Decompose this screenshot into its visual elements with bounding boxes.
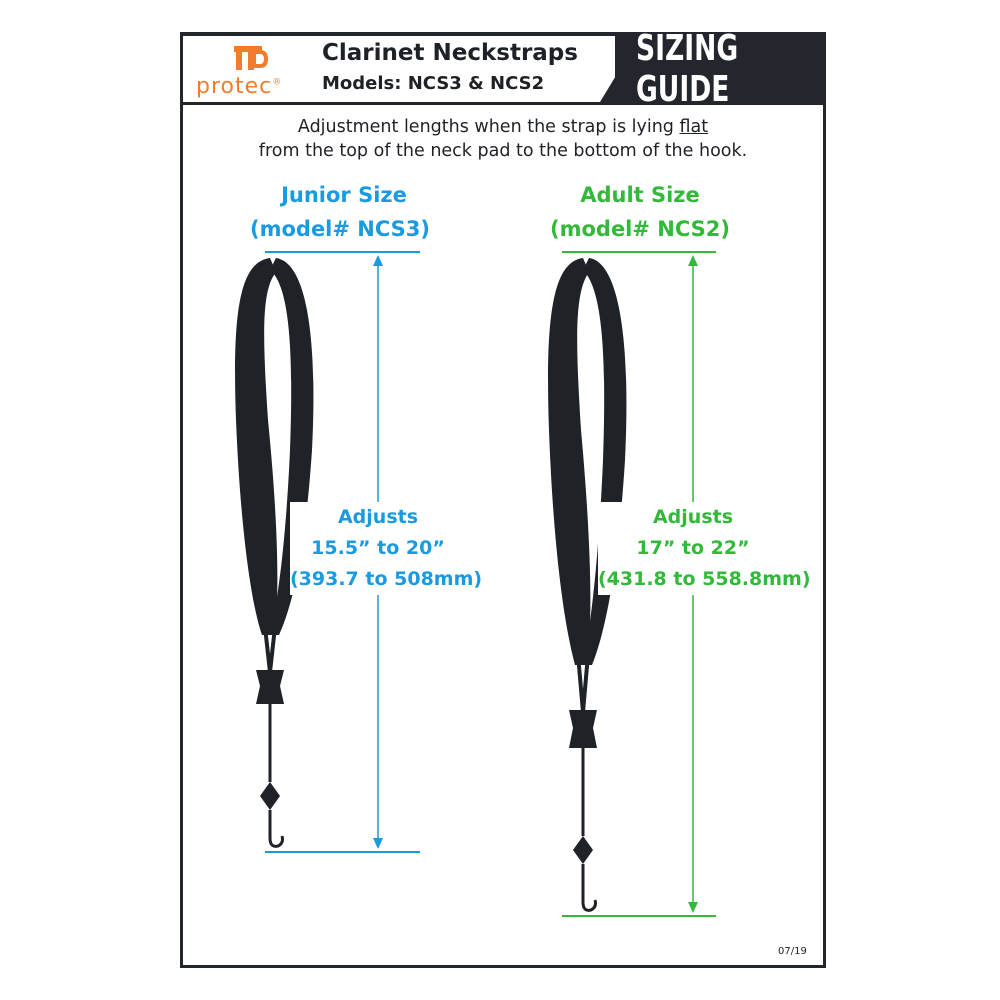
junior-range-inches: 15.5” to 20”: [311, 537, 445, 559]
date-code: 07/19: [778, 946, 807, 957]
page-title: Clarinet Neckstraps: [322, 40, 578, 66]
junior-size-title: Junior Size: [281, 183, 407, 207]
adult-model-label: (model# NCS2): [550, 217, 730, 241]
adult-adjusts-label: Adjusts: [652, 506, 734, 528]
adult-size-title: Adult Size: [580, 183, 700, 207]
adult-range-inches: 17” to 22”: [636, 537, 750, 559]
models-subtitle: Models: NCS3 & NCS2: [322, 73, 545, 94]
junior-adjusts-label: Adjusts: [337, 506, 419, 528]
junior-adjust-range: Adjusts 15.5” to 20” (393.7 to 508mm): [290, 502, 483, 595]
adult-adjust-range: Adjusts 17” to 22” (431.8 to 558.8mm): [598, 502, 811, 595]
adult-range-mm: (431.8 to 558.8mm): [598, 568, 811, 590]
protec-logo-icon: [234, 46, 268, 70]
brand-wordmark: protec®: [196, 74, 283, 99]
instruction-line-1: Adjustment lengths when the strap is lyi…: [297, 117, 709, 137]
adult-strap-image: [548, 258, 627, 912]
junior-range-mm: (393.7 to 508mm): [290, 568, 483, 590]
flat-emphasis: flat: [679, 117, 709, 137]
junior-model-label: (model# NCS3): [250, 217, 430, 241]
instruction-line-2: from the top of the neck pad to the bott…: [258, 141, 748, 161]
